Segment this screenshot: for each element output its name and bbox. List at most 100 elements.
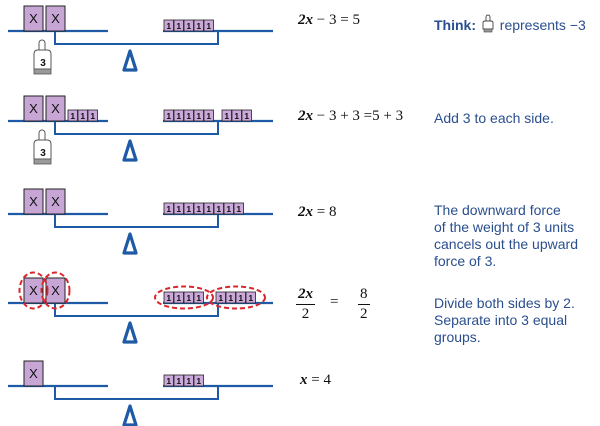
right-unit-tile-label: 1 bbox=[176, 111, 181, 121]
right-unit-tile bbox=[223, 202, 234, 215]
right-unit-tile bbox=[233, 202, 244, 215]
fulcrum bbox=[122, 139, 138, 162]
right-unit-tile bbox=[183, 291, 194, 304]
right-unit-tile bbox=[203, 109, 214, 122]
left-unit-tile bbox=[87, 109, 98, 122]
right-unit-tile-label: 1 bbox=[186, 21, 191, 31]
right-unit-tile bbox=[173, 19, 184, 32]
right-unit-tile bbox=[225, 291, 236, 304]
right-unit-tile bbox=[183, 109, 194, 122]
right-unit-tile-label: 1 bbox=[166, 21, 171, 31]
right-unit-tile bbox=[193, 202, 204, 215]
equation-row-4-left-fraction: 2x 2 bbox=[296, 286, 315, 322]
right-unit-tile-label: 1 bbox=[196, 111, 201, 121]
right-unit-tile-label: 1 bbox=[206, 111, 211, 121]
right-unit-tile bbox=[163, 19, 174, 32]
right-unit-tile-label: 1 bbox=[228, 293, 233, 303]
x-block bbox=[45, 277, 66, 304]
fulcrum bbox=[122, 404, 138, 426]
right-unit-tile bbox=[163, 374, 174, 387]
right-unit-tile bbox=[163, 291, 174, 304]
right-unit-tile-label: 1 bbox=[176, 204, 181, 214]
right-unit-tile-label: 1 bbox=[166, 376, 171, 386]
x-block-label: X bbox=[51, 283, 60, 298]
x-block bbox=[23, 188, 44, 215]
right-unit-tile-label: 1 bbox=[176, 21, 181, 31]
x-block-label: X bbox=[51, 194, 60, 209]
fulcrum bbox=[122, 49, 138, 72]
left-unit-tile-label: 1 bbox=[90, 111, 95, 121]
right-unit-tile bbox=[203, 202, 214, 215]
right-unit-tile-label: 1 bbox=[176, 376, 181, 386]
right-unit-tile-label: 1 bbox=[186, 204, 191, 214]
right-unit-tile-label: 1 bbox=[196, 204, 201, 214]
right-unit-tile bbox=[221, 109, 232, 122]
think-note: Think: represents −3 bbox=[434, 14, 586, 34]
right-unit-tile bbox=[193, 374, 204, 387]
fulcrum bbox=[122, 232, 138, 255]
add-note: Add 3 to each side. bbox=[434, 110, 554, 126]
left-unit-tile bbox=[77, 109, 88, 122]
group-highlight bbox=[40, 271, 71, 310]
right-unit-tile-label: 1 bbox=[166, 204, 171, 214]
right-unit-tile bbox=[173, 374, 184, 387]
right-unit-tile-label: 1 bbox=[196, 293, 201, 303]
right-unit-tile bbox=[163, 202, 174, 215]
x-block-label: X bbox=[51, 101, 60, 116]
right-unit-tile-label: 1 bbox=[248, 293, 253, 303]
group-highlight bbox=[154, 285, 214, 310]
equation-row-4-right-fraction: 8 2 bbox=[358, 286, 370, 322]
x-block-label: X bbox=[29, 11, 38, 26]
right-unit-tile bbox=[215, 291, 226, 304]
equation-row-1: 2x − 3 = 5 bbox=[298, 12, 360, 28]
x-block-label: X bbox=[29, 101, 38, 116]
hand bbox=[33, 49, 52, 70]
right-unit-tile bbox=[213, 202, 224, 215]
equation-row-5: x = 4 bbox=[300, 372, 331, 388]
equation-row-2: 2x − 3 + 3 =5 + 3 bbox=[298, 108, 404, 124]
right-unit-tile bbox=[173, 291, 184, 304]
right-unit-tile-label: 1 bbox=[218, 293, 223, 303]
divide-note: Divide both sides by 2. Separate into 3 … bbox=[434, 295, 575, 345]
x-block-label: X bbox=[29, 283, 38, 298]
right-unit-tile-label: 1 bbox=[238, 293, 243, 303]
fulcrum bbox=[122, 321, 138, 344]
force-note: The downward force of the weight of 3 un… bbox=[434, 202, 578, 269]
cuff bbox=[33, 68, 52, 75]
pointing-finger-icon: 3 bbox=[33, 39, 52, 75]
right-unit-tile bbox=[173, 109, 184, 122]
left-unit-tile-label: 1 bbox=[70, 111, 75, 121]
x-block bbox=[23, 5, 44, 32]
right-unit-tile bbox=[235, 291, 246, 304]
x-block-label: X bbox=[29, 194, 38, 209]
x-block bbox=[45, 188, 66, 215]
finger-label: 3 bbox=[40, 58, 46, 69]
group-highlight bbox=[18, 271, 49, 310]
balance-beam bbox=[54, 386, 219, 400]
x-block bbox=[45, 95, 66, 122]
right-unit-tile bbox=[241, 109, 252, 122]
right-unit-tile-label: 1 bbox=[186, 111, 191, 121]
right-unit-tile-label: 1 bbox=[216, 204, 221, 214]
balance-beam bbox=[54, 214, 219, 228]
right-unit-tile bbox=[183, 374, 194, 387]
x-block bbox=[23, 277, 44, 304]
right-unit-tile-label: 1 bbox=[196, 376, 201, 386]
balance-beam bbox=[54, 121, 219, 135]
group-highlight bbox=[206, 285, 266, 310]
right-unit-tile bbox=[193, 109, 204, 122]
right-unit-tile-label: 1 bbox=[196, 21, 201, 31]
right-unit-tile-label: 1 bbox=[186, 293, 191, 303]
right-unit-tile bbox=[173, 202, 184, 215]
right-unit-tile-label: 1 bbox=[206, 204, 211, 214]
right-unit-tile bbox=[231, 109, 242, 122]
right-unit-tile-label: 1 bbox=[186, 376, 191, 386]
x-block bbox=[23, 360, 44, 387]
right-unit-tile-label: 1 bbox=[234, 111, 239, 121]
right-unit-tile bbox=[183, 19, 194, 32]
